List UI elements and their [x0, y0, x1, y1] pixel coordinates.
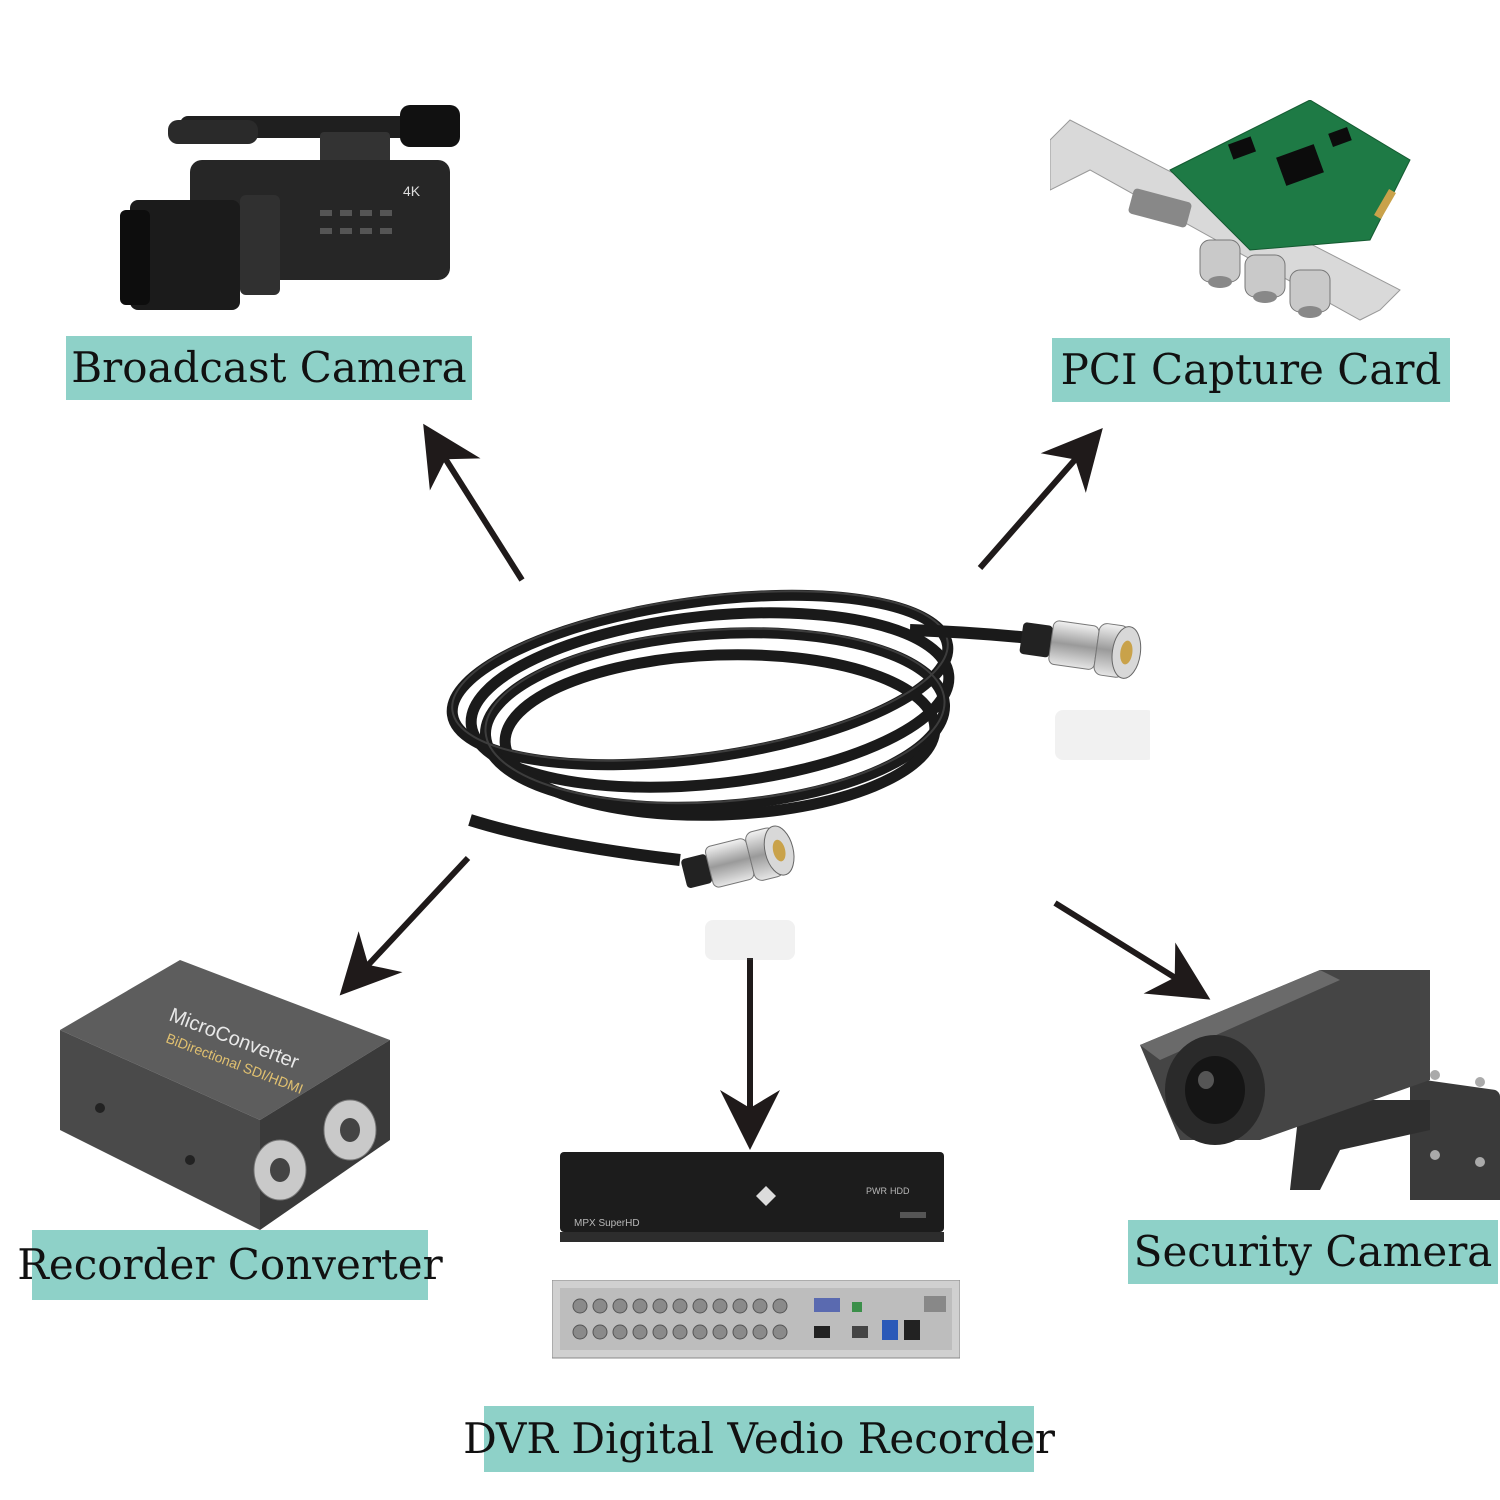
- broadcast-camera-illustration: 4K: [120, 100, 470, 330]
- micro-converter-illustration: MicroConverter BiDirectional SDI/HDMI: [60, 960, 400, 1230]
- dvr-pwr-label: PWR: [866, 1186, 887, 1196]
- dvr-hdd-label: HDD: [890, 1186, 910, 1196]
- camcorder-4k-badge: 4K: [403, 183, 421, 199]
- cable-coils: [446, 589, 955, 821]
- pci-capture-card-illustration: [1050, 100, 1420, 340]
- dvr-front-text: MPX SuperHD: [574, 1218, 640, 1229]
- label-broadcast-camera: Broadcast Camera: [66, 336, 472, 400]
- bnc-connector-bottom: [681, 825, 795, 888]
- arrow-to-recorder-converter: [339, 855, 471, 996]
- arrow-to-security-camera: [1053, 900, 1211, 1000]
- label-pci-capture-card: PCI Capture Card: [1052, 338, 1450, 402]
- security-camera-illustration: [1140, 950, 1500, 1200]
- arrow-to-broadcast-camera: [423, 423, 525, 582]
- bnc-cable: [430, 570, 1150, 970]
- arrow-to-pci-capture-card: [977, 427, 1103, 570]
- label-security-camera: Security Camera: [1128, 1220, 1498, 1284]
- bnc-connector-right: [1019, 620, 1142, 679]
- dvr-front-illustration: MPX SuperHD PWR HDD: [560, 1152, 944, 1244]
- dvr-bnc-ports: [572, 1298, 788, 1340]
- label-dvr: DVR Digital Vedio Recorder: [463, 1406, 1055, 1472]
- label-recorder-converter: Recorder Converter: [17, 1230, 443, 1300]
- dvr-rear-illustration: [552, 1280, 960, 1364]
